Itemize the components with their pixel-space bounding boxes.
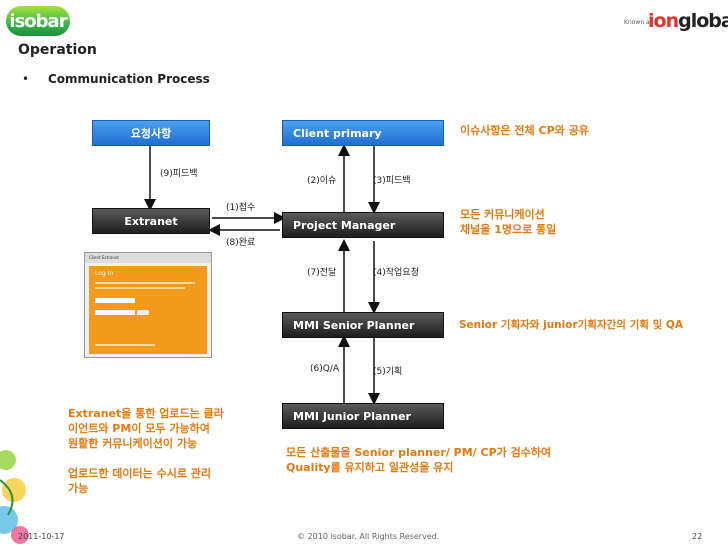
label-plan-5: (5)기획 xyxy=(373,367,403,377)
isobar-logo: isobar xyxy=(6,6,70,36)
floral-decoration-icon xyxy=(0,450,30,544)
note-line: 가능 xyxy=(68,482,89,495)
project-manager-box: Project Manager xyxy=(282,212,444,238)
known-as-label: Known as xyxy=(624,19,653,26)
screenshot-text-line xyxy=(95,282,195,284)
senior-planner-box: MMI Senior Planner xyxy=(282,312,444,338)
note-review: 모든 산출물을 Senior planner/ PM/ CP가 검수하여 Qua… xyxy=(286,445,551,475)
note-extranet-upload: Extranet을 통한 업로드는 클라 이언트와 PM이 모두 가능하여 원활… xyxy=(68,406,224,451)
label-receive-1: (1)접수 xyxy=(226,203,256,213)
label-request-4: (4)작업요청 xyxy=(373,268,419,278)
note-line: 업로드한 데이터는 수시로 관리 xyxy=(68,467,212,480)
section-subtitle: Communication Process xyxy=(48,72,210,86)
note-line: Quality를 유지하고 일관성을 유지 xyxy=(286,461,454,474)
screenshot-login-button xyxy=(137,310,149,315)
label-qa-6: (6)Q/A xyxy=(310,364,340,374)
label-issue-2: (2)이슈 xyxy=(307,176,337,186)
footer-date: 2011-10-17 xyxy=(18,532,65,541)
bullet: • xyxy=(22,72,30,86)
screenshot-password-field xyxy=(95,310,135,315)
label-feedback-9: (9)피드백 xyxy=(160,169,198,179)
screenshot-text-line xyxy=(95,287,185,289)
page-number: 22 xyxy=(692,532,703,541)
label-deliver-7: (7)전달 xyxy=(307,268,337,278)
footer-copyright: © 2010 isobar. All Rights Reserved. xyxy=(297,532,440,541)
extranet-screenshot: Client Extranet Log In xyxy=(84,252,212,358)
ionglobal-logo: ionglobal xyxy=(648,10,728,32)
note-single-channel: 모든 커뮤니케이션 채널을 1명으로 통일 xyxy=(460,207,556,237)
note-issue-share: 이슈사항은 전체 CP와 공유 xyxy=(460,124,589,137)
extranet-box: Extranet xyxy=(92,208,210,234)
screenshot-header-bar: Client Extranet xyxy=(85,253,211,263)
screenshot-login-heading: Log In xyxy=(95,270,114,277)
page-title: Operation xyxy=(18,42,97,58)
screenshot-id-field xyxy=(95,298,135,303)
screenshot-footer-line xyxy=(95,344,155,346)
note-line: 이언트와 PM이 모두 가능하여 xyxy=(68,422,210,435)
note-line: 모든 커뮤니케이션 xyxy=(460,208,545,221)
screenshot-header-text: Client Extranet xyxy=(89,255,119,260)
label-feedback-3: (3)피드백 xyxy=(373,176,411,186)
screenshot-login-panel: Log In xyxy=(89,266,207,354)
note-senior-qa: Senior 기획자와 junior기획자간의 기획 및 QA xyxy=(459,319,683,331)
note-data-manage: 업로드한 데이터는 수시로 관리 가능 xyxy=(68,466,211,496)
note-line: 채널을 1명으로 통일 xyxy=(460,223,557,236)
client-primary-box: Client primary xyxy=(282,120,444,146)
ionglobal-logo-global: global xyxy=(678,10,728,32)
label-complete-8: (8)완료 xyxy=(226,238,256,248)
junior-planner-box: MMI Junior Planner xyxy=(282,403,444,429)
ionglobal-logo-ion: ion xyxy=(648,10,679,32)
note-line: 모든 산출물을 Senior planner/ PM/ CP가 검수하여 xyxy=(286,446,552,459)
note-line: Extranet을 통한 업로드는 클라 xyxy=(68,407,224,420)
request-box: 요청사항 xyxy=(92,120,210,146)
note-line: 원활한 커뮤니케이션이 가능 xyxy=(68,437,198,450)
